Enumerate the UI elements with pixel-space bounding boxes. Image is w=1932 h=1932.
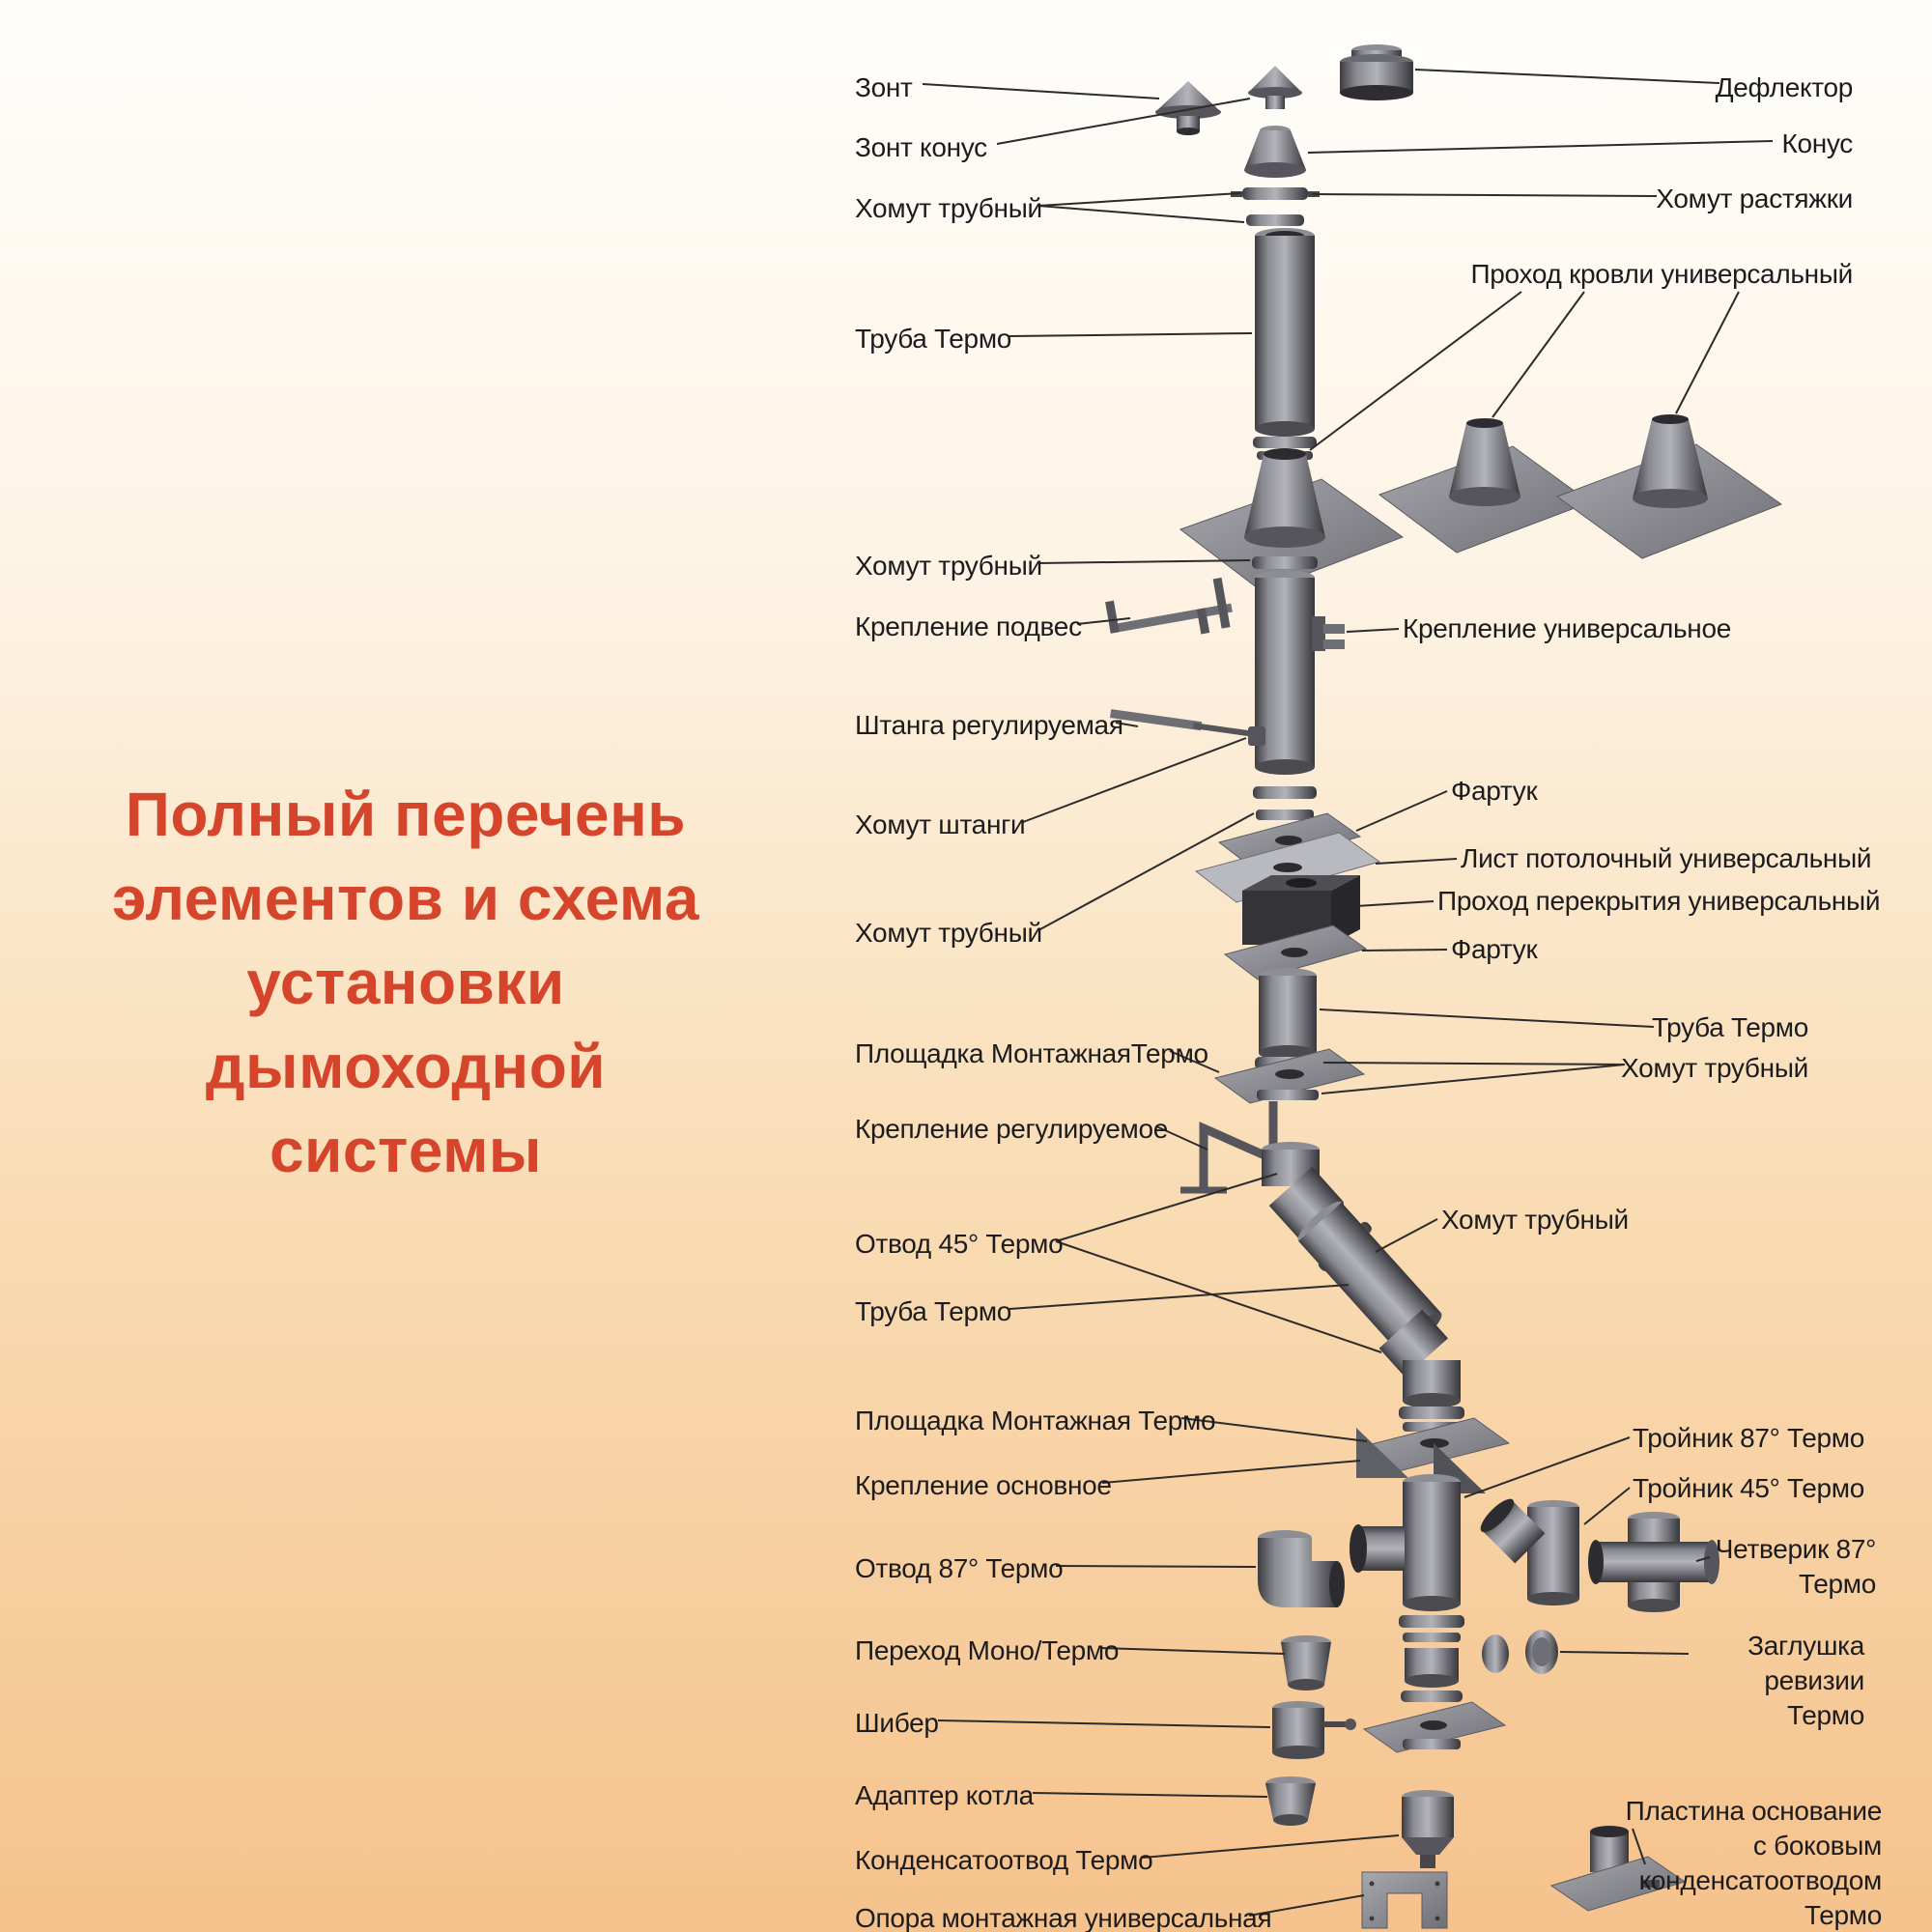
part-prokhod-krovli-2 — [1378, 418, 1592, 554]
part-fartuk-2 — [1223, 924, 1368, 980]
label-chetverik-87: Четверик 87° Термо — [1715, 1534, 1877, 1599]
poster-title: Полный перечень элементов и схема устано… — [39, 773, 773, 1193]
part-konus — [1244, 126, 1306, 178]
part-kreplenie-universalnoe — [1312, 616, 1345, 651]
part-truba-termo-3 — [1259, 968, 1317, 1061]
title-line-5: системы — [269, 1116, 543, 1185]
label-list-potolochny: Лист потолочный универсальный — [1461, 843, 1872, 873]
label-opora-montazhnaya: Опора монтажная универсальная — [855, 1903, 1272, 1932]
part-khomut-rastyazhki — [1231, 187, 1320, 200]
label-truba-termo-2: Труба Термо — [855, 1296, 1012, 1326]
label-prokhod-krovli: Проход кровли универсальный — [1470, 259, 1853, 289]
part-otvod-87 — [1258, 1530, 1345, 1607]
label-zont-konus: Зонт конус — [855, 132, 987, 162]
label-kondensatootvod: Конденсатоотвод Термо — [855, 1845, 1153, 1875]
part-adapter-kotla — [1265, 1776, 1316, 1826]
part-chetverik-87 — [1588, 1512, 1719, 1612]
part-zont — [1155, 81, 1221, 135]
part-truba-termo-1 — [1255, 228, 1315, 437]
label-khomut-trubny-1: Хомут трубный — [855, 193, 1042, 223]
part-khomut-trubny-3 — [1253, 786, 1317, 820]
part-prokhod-perekrytiya — [1242, 875, 1360, 945]
part-plastina-osnovanie — [1549, 1826, 1687, 1912]
title-line-3: установки — [246, 948, 565, 1017]
label-zont: Зонт — [855, 72, 913, 102]
label-ploshchadka-montazhnaya-2: Площадка Монтажная Термо — [855, 1406, 1216, 1435]
label-plastina-osnovanie: Пластина основание с боковым конденсатоо… — [1625, 1796, 1883, 1930]
label-truba-termo-right: Труба Термо — [1651, 1012, 1808, 1042]
label-fartuk-1: Фартук — [1451, 776, 1538, 806]
part-prokhod-krovli-1 — [1179, 448, 1405, 592]
part-shtanga-reguliruemaya — [1109, 709, 1252, 737]
part-khomut-shtangi — [1248, 726, 1265, 746]
label-prokhod-perekrytiya: Проход перекрытия универсальный — [1437, 886, 1881, 916]
label-shtanga-reguliruemaya: Штанга регулируемая — [855, 710, 1123, 740]
label-adapter-kotla: Адаптер котла — [855, 1780, 1034, 1810]
label-konus: Конус — [1781, 128, 1853, 158]
label-troynik-45: Тройник 45° Термо — [1633, 1473, 1864, 1503]
label-khomut-trubny-2: Хомут трубный — [855, 551, 1042, 581]
label-deflektor: Дефлектор — [1715, 72, 1854, 102]
label-perekhod-mono-termo: Переход Моно/Термо — [855, 1635, 1120, 1665]
label-troynik-87: Тройник 87° Термо — [1633, 1423, 1864, 1453]
title-line-4: дымоходной — [205, 1032, 607, 1101]
label-kreplenie-universalnoe: Крепление универсальное — [1403, 613, 1731, 643]
label-kreplenie-osnovnoe: Крепление основное — [855, 1470, 1112, 1500]
label-fartuk-2: Фартук — [1451, 934, 1538, 964]
label-otvod-45: Отвод 45° Термо — [855, 1229, 1064, 1259]
part-perekhod-mono-termo — [1281, 1635, 1331, 1690]
part-zaglushka-revizii — [1482, 1630, 1558, 1674]
part-fartuk-1 — [1217, 812, 1362, 868]
part-kondensatootvod — [1402, 1790, 1454, 1868]
part-shiber — [1272, 1701, 1356, 1759]
part-otvod-45-2 — [1378, 1309, 1461, 1408]
label-kreplenie-podves: Крепление подвес — [855, 611, 1082, 641]
part-khomut-trubny-top — [1246, 214, 1304, 226]
part-troynik-87 — [1350, 1474, 1461, 1611]
part-lower-stack — [1362, 1615, 1507, 1753]
part-zont-konus — [1248, 66, 1302, 109]
label-khomut-trubny-3: Хомут трубный — [855, 918, 1042, 948]
title-line-2: элементов и схема — [112, 864, 699, 933]
label-ploshchadka-montazhnaya-1: Площадка МонтажнаяТермо — [855, 1038, 1208, 1068]
label-khomut-trubny-right-2: Хомут трубный — [1441, 1205, 1629, 1235]
part-list-potolochny — [1194, 832, 1381, 903]
label-khomut-rastyazhki: Хомут растяжки — [1656, 184, 1853, 213]
part-deflektor — [1340, 44, 1413, 100]
title-line-1: Полный перечень — [125, 780, 687, 849]
label-khomut-shtangi: Хомут штанги — [855, 810, 1026, 839]
part-prokhod-krovli-3 — [1555, 414, 1783, 559]
label-otvod-87: Отвод 87° Термо — [855, 1553, 1064, 1583]
label-shiber: Шибер — [855, 1708, 939, 1738]
part-troynik-45 — [1480, 1498, 1579, 1605]
label-truba-termo-1: Труба Термо — [855, 324, 1012, 354]
label-kreplenie-reguliruemoe: Крепление регулируемое — [855, 1114, 1169, 1144]
leader-lines — [922, 69, 1774, 1917]
label-zaglushka-revizii: Заглушка ревизии Термо — [1747, 1631, 1864, 1730]
part-kreplenie-podves — [1105, 577, 1233, 635]
part-khomut-trubny-2 — [1252, 556, 1318, 569]
label-khomut-trubny-right-1: Хомут трубный — [1621, 1053, 1808, 1083]
part-kreplenie-reguliruemoe — [1180, 1101, 1278, 1194]
part-opora-montazhnaya — [1361, 1871, 1448, 1929]
